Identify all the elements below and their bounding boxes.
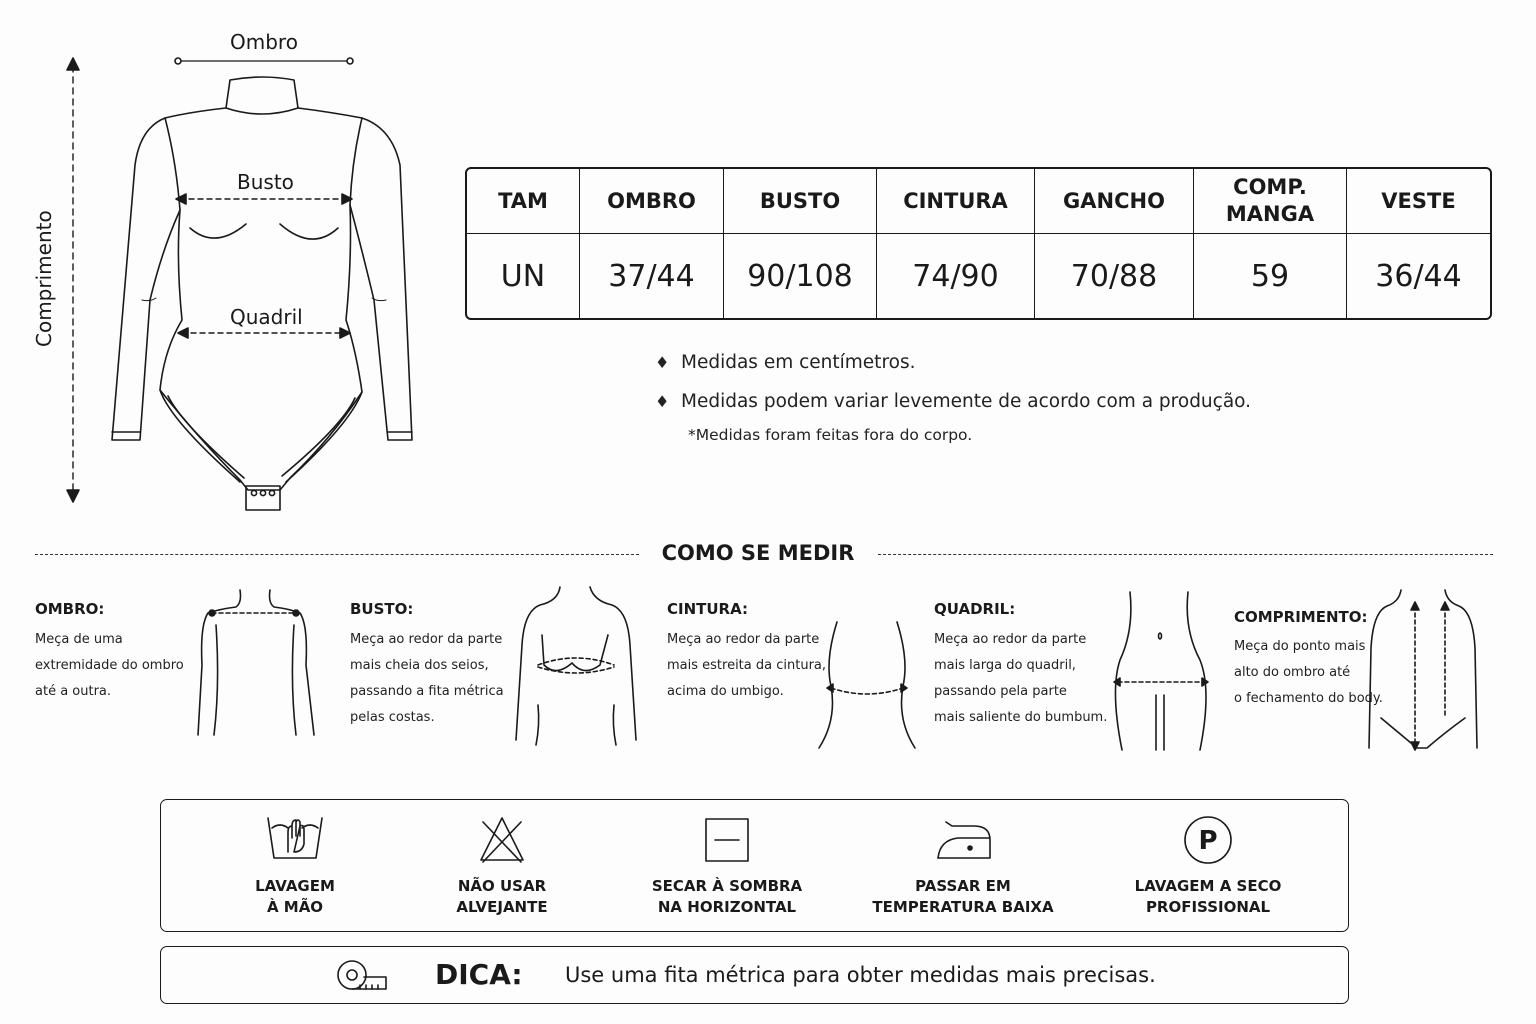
step-line: mais estreita da cintura, [667, 658, 827, 673]
header-veste: VESTE [1347, 169, 1490, 234]
size-table-row: UN 37/44 90/108 74/90 70/88 59 36/44 [467, 234, 1490, 318]
step-line: Meça de uma [35, 632, 123, 647]
care-label-dry-flat: SECAR À SOMBRA NA HORIZONTAL [651, 877, 803, 916]
step-line: passando pela parte [934, 684, 1067, 699]
waist-measure-illustration [818, 621, 916, 749]
step-text-busto: Meça ao redor da parte mais cheia dos se… [350, 627, 504, 731]
tip-text: Use uma fita métrica para obter medidas … [565, 963, 1156, 987]
step-line: Meça do ponto mais [1234, 639, 1366, 654]
step-text-quadril: Meça ao redor da parte mais larga do qua… [934, 627, 1107, 731]
step-line: acima do umbigo. [667, 684, 784, 699]
size-table-header-row: TAM OMBRO BUSTO CINTURA GANCHO COMP. MAN… [467, 169, 1490, 234]
note-item: ♦ Medidas em centímetros. [655, 352, 915, 373]
step-line: Meça ao redor da parte [350, 632, 503, 647]
care-label-iron: PASSAR EM TEMPERATURA BAIXA [872, 877, 1054, 916]
bust-measure-illustration [515, 586, 637, 746]
care-label-dry-clean: LAVAGEM A SECO PROFISSIONAL [1134, 877, 1282, 916]
measuring-tape-icon [337, 960, 387, 990]
note-text: Medidas em centímetros. [681, 352, 916, 373]
step-line: Meça ao redor da parte [667, 632, 820, 647]
step-text-ombro: Meça de uma extremidade do ombro até a o… [35, 627, 184, 705]
shoulder-measure-illustration [197, 589, 315, 736]
care-label-no-bleach: NÃO USAR ALVEJANTE [456, 877, 548, 916]
size-table: TAM OMBRO BUSTO CINTURA GANCHO COMP. MAN… [465, 167, 1492, 320]
diamond-bullet-icon: ♦ [655, 353, 670, 372]
step-line: mais saliente do bumbum. [934, 710, 1108, 725]
quadril-label: Quadril [230, 305, 303, 329]
diamond-bullet-icon: ♦ [655, 392, 670, 411]
step-title-cintura: CINTURA: [667, 600, 748, 618]
step-title-busto: BUSTO: [350, 600, 414, 618]
step-text-comprimento: Meça do ponto mais alto do ombro até o f… [1234, 634, 1383, 712]
dry-clean-icon: P [1184, 816, 1232, 864]
cell-busto: 90/108 [724, 234, 877, 318]
step-line: extremidade do ombro [35, 658, 184, 673]
note-item: ♦ Medidas podem variar levemente de acord… [655, 391, 1251, 412]
step-title-ombro: OMBRO: [35, 600, 105, 618]
cell-gancho: 70/88 [1035, 234, 1194, 318]
svg-text:P: P [1198, 826, 1217, 856]
length-measure-illustration [1368, 589, 1478, 751]
step-line: passando a fita métrica [350, 684, 504, 699]
step-text-cintura: Meça ao redor da parte mais estreita da … [667, 627, 826, 705]
bodysuit-diagram [66, 57, 413, 511]
step-line: pelas costas. [350, 710, 435, 725]
cell-cintura: 74/90 [877, 234, 1035, 318]
step-line: mais larga do quadril, [934, 658, 1076, 673]
care-label-hand-wash: LAVAGEM À MÃO [255, 877, 335, 916]
step-title-comprimento: COMPRIMENTO: [1234, 608, 1368, 626]
tip-title: DICA: [435, 958, 523, 991]
hip-measure-illustration [1113, 591, 1209, 751]
step-line: mais cheia dos seios, [350, 658, 489, 673]
step-title-quadril: QUADRIL: [934, 600, 1016, 618]
hand-wash-icon [267, 817, 323, 859]
step-line: Meça ao redor da parte [934, 632, 1087, 647]
divider-left [35, 554, 649, 555]
step-line: alto do ombro até [1234, 665, 1351, 680]
tip-box [160, 946, 1349, 1004]
dry-flat-shade-icon [705, 818, 749, 862]
header-busto: BUSTO [724, 169, 877, 234]
divider-right [873, 554, 1493, 555]
no-bleach-icon [480, 817, 524, 863]
header-ombro: OMBRO [580, 169, 724, 234]
comprimento-label: Comprimento [32, 210, 56, 347]
note-text: Medidas podem variar levemente de acordo… [681, 391, 1252, 412]
step-line: o fechamento do body. [1234, 691, 1383, 706]
busto-label: Busto [237, 170, 294, 194]
step-line: até a outra. [35, 684, 112, 699]
iron-low-icon [937, 821, 991, 859]
header-gancho: GANCHO [1035, 169, 1194, 234]
header-comp-manga: COMP. MANGA [1194, 169, 1347, 234]
care-instructions-box [160, 799, 1349, 932]
cell-ombro: 37/44 [580, 234, 724, 318]
header-cintura: CINTURA [877, 169, 1035, 234]
ombro-label: Ombro [230, 30, 298, 54]
cell-veste: 36/44 [1375, 258, 1462, 294]
header-tam: TAM [467, 169, 580, 234]
cell-comp-manga: 59 [1194, 234, 1347, 318]
note-footnote: *Medidas foram feitas fora do corpo. [688, 426, 973, 444]
cell-tam: UN [467, 234, 580, 318]
how-to-measure-title: COMO SE MEDIR [640, 541, 876, 565]
